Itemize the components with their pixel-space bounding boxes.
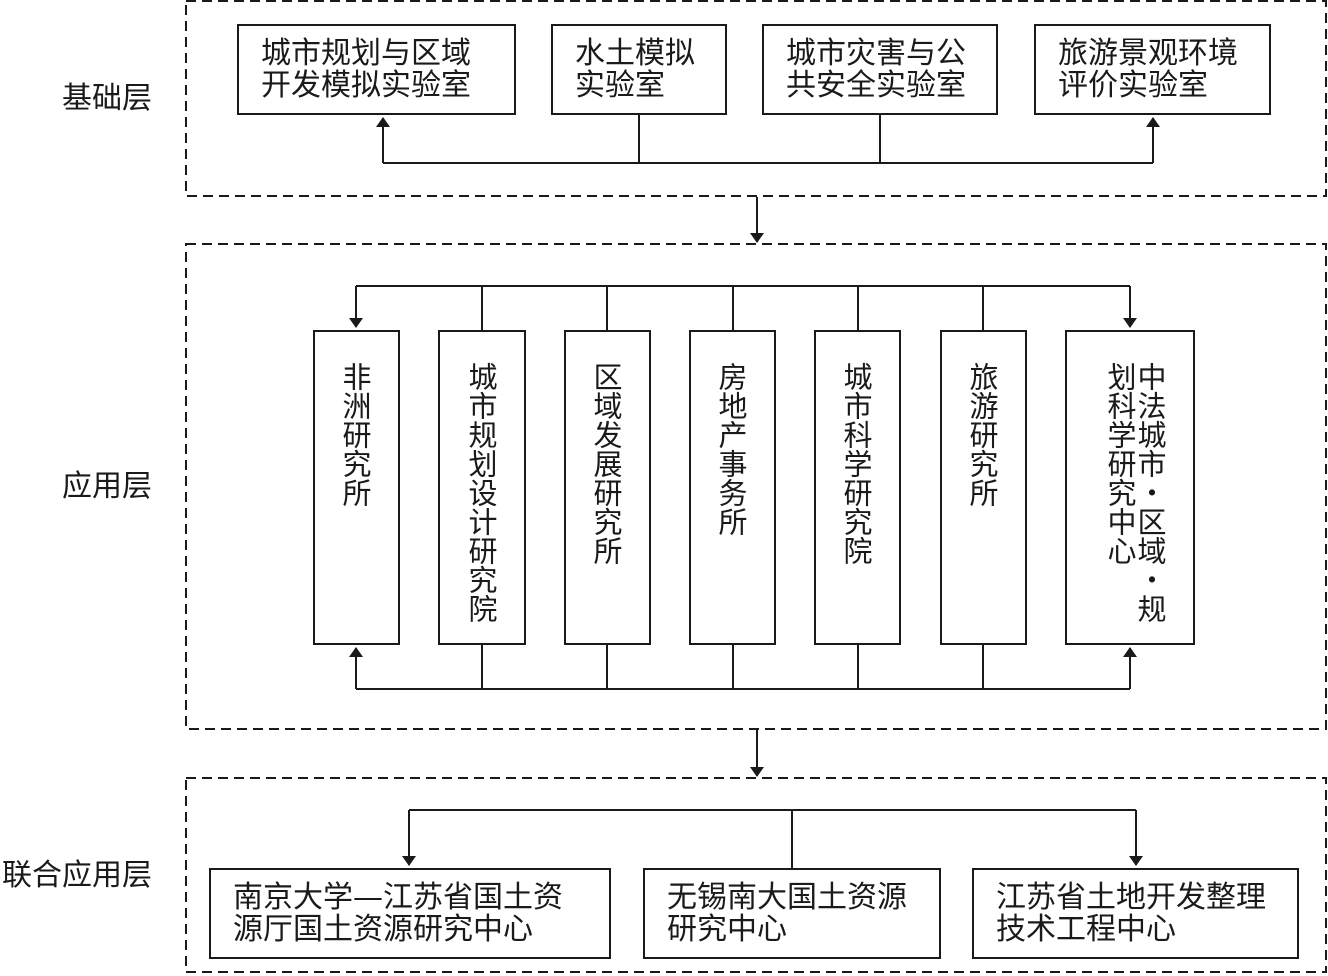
institute-label: 中法城市・区域・规划科学研究中心 — [1103, 362, 1167, 623]
institute-label: 城市科学研究院 — [839, 362, 873, 565]
lab-box-urban-planning: 城市规划与区域 开发模拟实验室 — [237, 24, 516, 115]
center-box-jiangsu-land-consolidation: 江苏省土地开发整理 技术工程中心 — [972, 868, 1299, 959]
institute-box-real-estate: 房地产事务所 — [689, 330, 776, 645]
lab-box-soil-water: 水土模拟 实验室 — [551, 24, 727, 115]
institute-label: 区域发展研究所 — [589, 362, 623, 565]
center-label-line1: 无锡南大国土资源 — [667, 879, 907, 915]
institute-box-tourism: 旅游研究所 — [940, 330, 1027, 645]
joint-layer-label: 联合应用层 — [2, 858, 152, 893]
foundation-layer-label: 基础层 — [62, 81, 152, 116]
center-label-line1: 南京大学—江苏省国土资 — [233, 879, 563, 915]
institute-box-africa: 非洲研究所 — [313, 330, 400, 645]
center-box-wuxi-nju-land: 无锡南大国土资源 研究中心 — [643, 868, 941, 959]
foundation-connectors — [376, 115, 1160, 164]
institute-label: 非洲研究所 — [338, 362, 372, 507]
foundation-layer-frame — [185, 0, 1327, 197]
lab-label-line1: 城市规划与区域 — [261, 35, 471, 71]
lab-label-line1: 城市灾害与公 — [786, 35, 966, 71]
center-label-line2: 研究中心 — [667, 911, 787, 947]
center-label-line1: 江苏省土地开发整理 — [996, 879, 1266, 915]
institute-label: 旅游研究所 — [965, 362, 999, 507]
center-label-line2: 技术工程中心 — [996, 911, 1176, 947]
lab-label-line2: 评价实验室 — [1058, 67, 1208, 103]
joint-connectors — [402, 809, 1143, 868]
institute-box-urban-science: 城市科学研究院 — [814, 330, 901, 645]
application-layer-label: 应用层 — [62, 469, 152, 504]
institute-box-sino-french-center: 中法城市・区域・规划科学研究中心 — [1065, 330, 1195, 645]
center-label-line2: 源厅国土资源研究中心 — [233, 911, 533, 947]
application-layer-frame — [185, 243, 1327, 730]
application-top-connectors — [349, 285, 1137, 330]
lab-label-line2: 实验室 — [575, 67, 665, 103]
lab-label-line2: 共安全实验室 — [786, 67, 966, 103]
joint-layer-frame — [185, 777, 1327, 973]
lab-label-line1: 水土模拟 — [575, 35, 695, 71]
lab-label-line1: 旅游景观环境 — [1058, 35, 1238, 71]
lab-label-line2: 开发模拟实验室 — [261, 67, 471, 103]
lab-box-tourism-landscape: 旅游景观环境 评价实验室 — [1034, 24, 1271, 115]
institute-label: 城市规划设计研究院 — [464, 362, 498, 623]
institute-box-urban-planning-design: 城市规划设计研究院 — [438, 330, 526, 645]
lab-box-urban-disaster: 城市灾害与公 共安全实验室 — [762, 24, 998, 115]
institute-box-regional-development: 区域发展研究所 — [564, 330, 651, 645]
center-box-nju-jiangsu-land: 南京大学—江苏省国土资 源厅国土资源研究中心 — [209, 868, 611, 959]
application-bottom-connectors — [349, 645, 1137, 690]
institute-label: 房地产事务所 — [714, 362, 748, 536]
